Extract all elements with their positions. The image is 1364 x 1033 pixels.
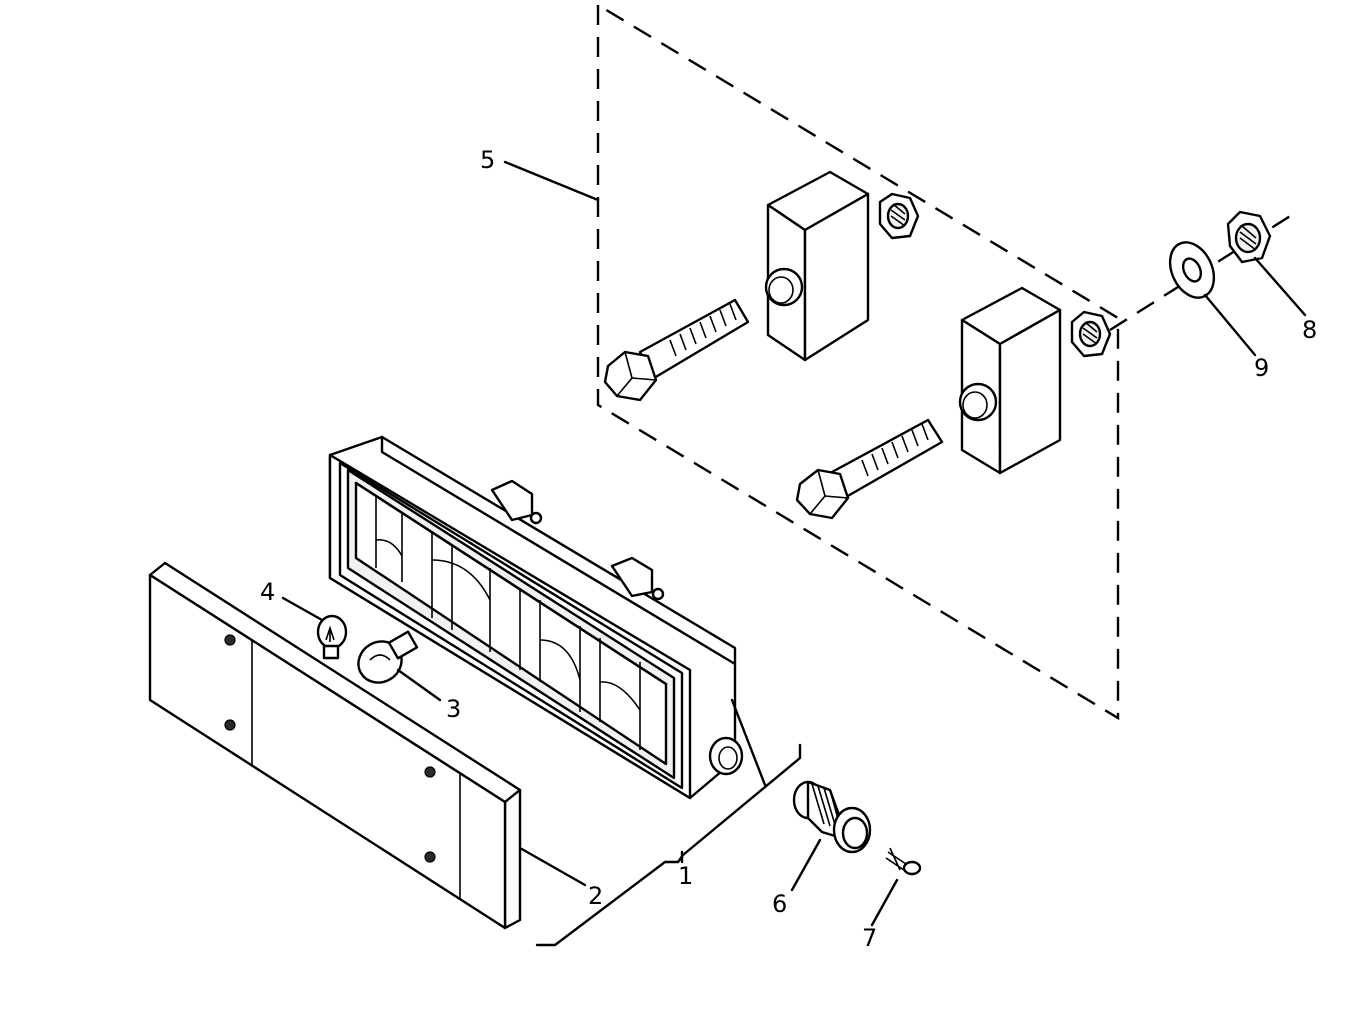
callout-5: 5 bbox=[480, 146, 495, 174]
large-bulb bbox=[357, 630, 419, 684]
callout-1: 1 bbox=[678, 862, 693, 890]
callout-6: 6 bbox=[772, 890, 787, 918]
leader-line-7 bbox=[870, 878, 899, 927]
leader-line-2 bbox=[518, 846, 587, 887]
washer bbox=[1168, 241, 1216, 299]
bulb-socket bbox=[792, 780, 872, 854]
lamp-housing bbox=[328, 435, 744, 800]
screw bbox=[885, 847, 922, 876]
spacer-block bbox=[958, 286, 1062, 475]
callout-8: 8 bbox=[1302, 316, 1317, 344]
hex-nut bbox=[878, 192, 920, 240]
dashed-boundary bbox=[596, 2, 1120, 721]
bolt bbox=[603, 298, 750, 402]
hex-nut bbox=[1070, 310, 1112, 358]
leader-line-1 bbox=[730, 698, 767, 787]
leader-line-6 bbox=[790, 838, 822, 892]
hex-nut bbox=[1226, 210, 1272, 264]
callout-3: 3 bbox=[446, 695, 461, 723]
mounting-hardware-group bbox=[596, 2, 1296, 721]
leader-line-4 bbox=[281, 596, 324, 622]
spacer-block bbox=[764, 170, 870, 362]
bracket-item-1 bbox=[535, 743, 802, 947]
callout-7: 7 bbox=[862, 924, 877, 952]
callout-9: 9 bbox=[1254, 354, 1269, 382]
leader-line-8 bbox=[1253, 256, 1307, 317]
bolt bbox=[795, 418, 944, 520]
callout-2: 2 bbox=[588, 882, 603, 910]
leader-line-3 bbox=[396, 668, 442, 702]
small-bulb bbox=[316, 614, 348, 660]
lens bbox=[148, 561, 522, 930]
leader-line-9 bbox=[1203, 293, 1257, 357]
leader-line-5 bbox=[503, 160, 600, 202]
callout-4: 4 bbox=[260, 578, 275, 606]
